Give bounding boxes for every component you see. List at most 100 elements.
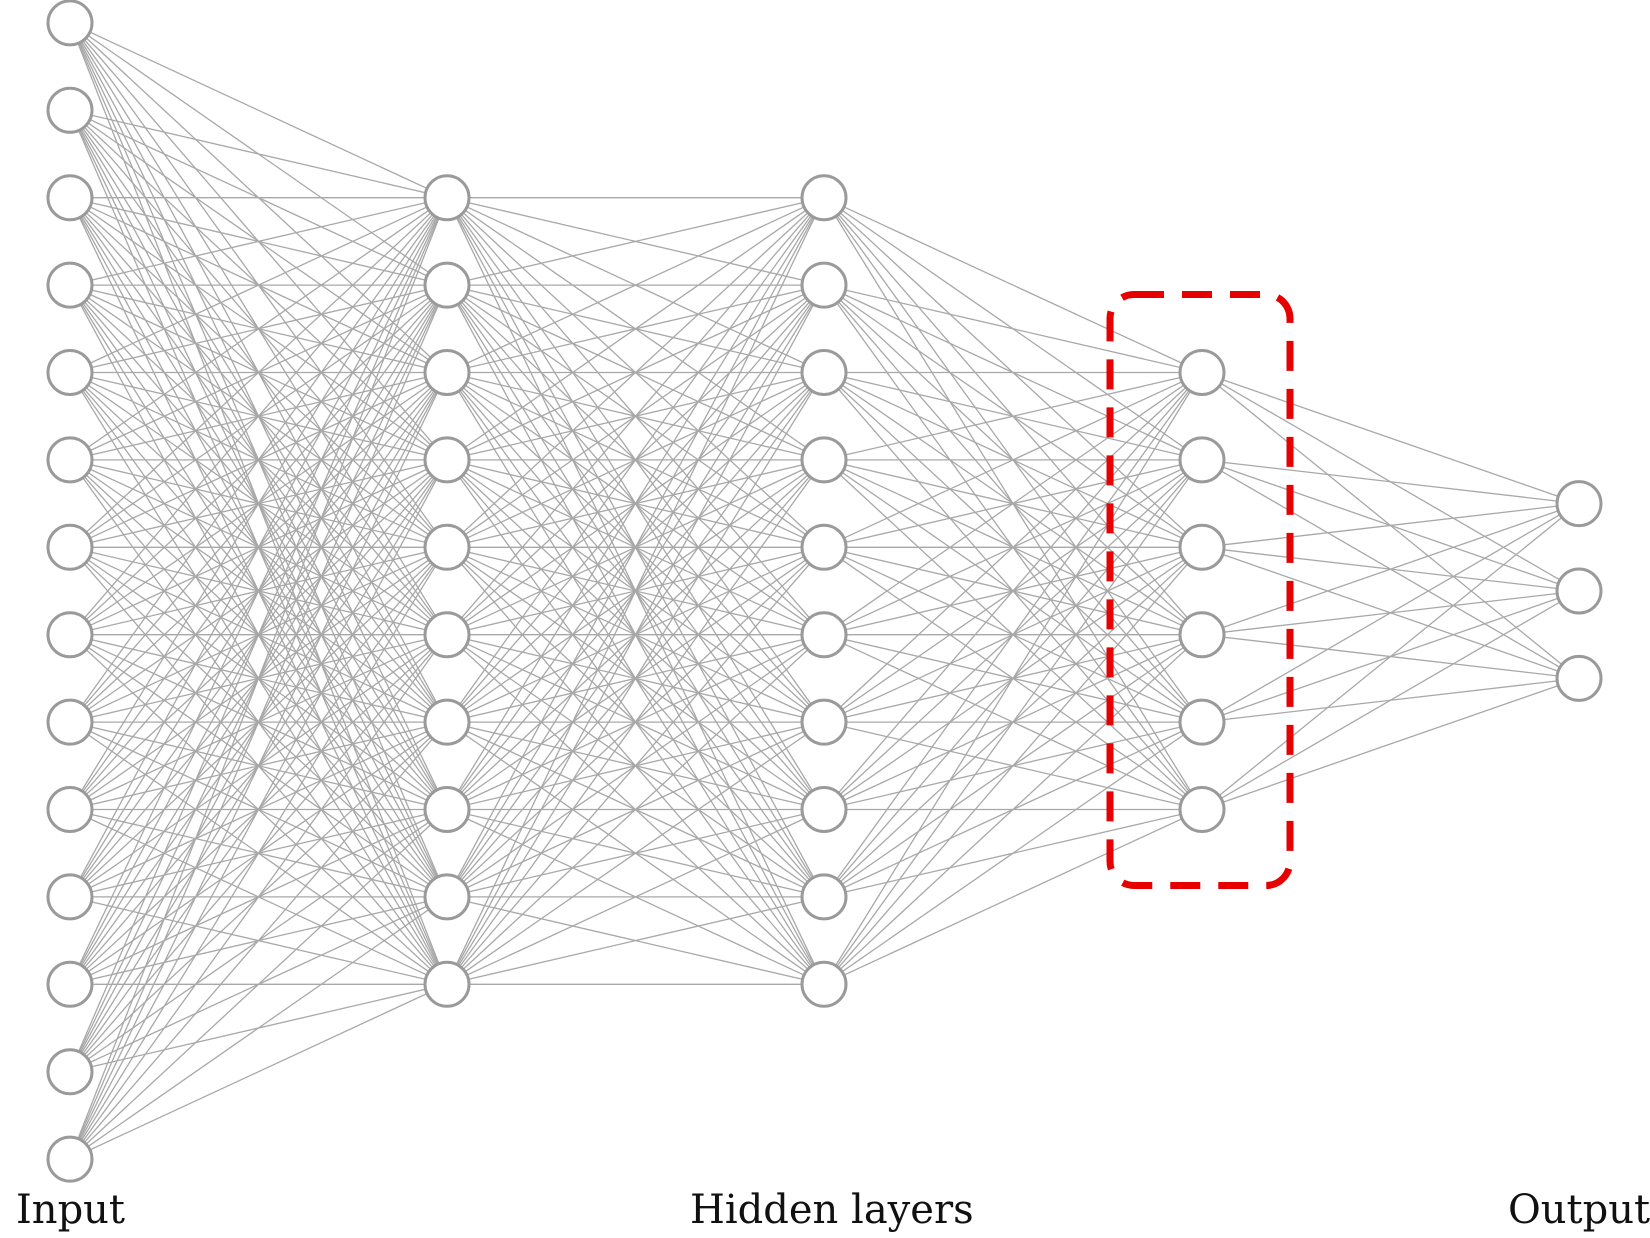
hidden-neuron xyxy=(423,349,471,396)
connection-edge xyxy=(69,197,448,985)
hidden-neuron xyxy=(800,960,848,1008)
output-neuron xyxy=(1555,567,1603,615)
connection-edge xyxy=(823,372,1203,898)
input-label: Input xyxy=(16,1187,126,1233)
connection-edge xyxy=(446,197,825,374)
connection-edge xyxy=(69,197,448,1072)
connection-edge xyxy=(69,109,448,199)
connection-edge xyxy=(446,634,825,985)
connection-edge xyxy=(446,197,825,898)
hidden-neuron xyxy=(800,349,848,396)
connection-edge xyxy=(69,22,448,199)
neurons xyxy=(46,0,1603,1183)
connection-edge xyxy=(69,546,448,1160)
hidden-neuron xyxy=(423,436,471,484)
connection-edge xyxy=(823,372,1203,810)
connection-edge xyxy=(1201,502,1580,548)
connection-edge xyxy=(1201,590,1580,811)
input-neuron xyxy=(46,523,94,571)
connection-edge xyxy=(1201,503,1580,723)
input-neuron xyxy=(46,86,94,134)
hidden-neuron xyxy=(423,611,471,659)
connection-edge xyxy=(446,721,825,985)
connection-edge xyxy=(69,197,448,723)
connection-edge xyxy=(446,197,825,810)
connection-edge xyxy=(69,459,448,1160)
input-neuron xyxy=(46,0,94,47)
connection-edge xyxy=(446,197,825,461)
hidden-neuron xyxy=(1178,349,1226,396)
hidden-neuron xyxy=(423,786,471,833)
hidden-neuron xyxy=(423,960,471,1008)
hidden-neuron xyxy=(1178,698,1226,746)
hidden-neuron xyxy=(1178,611,1226,659)
input-neuron xyxy=(46,611,94,659)
connection-edge xyxy=(69,197,448,636)
connection-edge xyxy=(69,284,448,1160)
connection-edge xyxy=(823,284,1203,374)
hidden-neuron xyxy=(423,174,471,222)
input-neuron xyxy=(46,786,94,833)
connection-edge xyxy=(69,372,448,1160)
hidden-neuron xyxy=(423,698,471,746)
input-neuron xyxy=(46,1048,94,1096)
connection-edge xyxy=(446,197,825,985)
input-neuron xyxy=(46,873,94,921)
connection-edge xyxy=(69,197,448,374)
connection-edge xyxy=(69,197,448,1160)
input-neuron xyxy=(46,436,94,484)
connection-edge xyxy=(446,896,825,985)
input-neuron xyxy=(46,261,94,309)
connection-edge xyxy=(823,808,1203,985)
hidden-neuron xyxy=(1178,523,1226,571)
hidden-neuron xyxy=(800,786,848,833)
highlighted-layer-box xyxy=(1106,291,1294,889)
connection-edge xyxy=(446,197,825,723)
connection-edge xyxy=(823,634,1203,985)
connection-edge xyxy=(69,197,448,548)
hidden-neuron xyxy=(800,436,848,484)
hidden-neuron xyxy=(800,174,848,222)
connection-edge xyxy=(823,372,1203,985)
connection-edge xyxy=(69,983,448,1160)
connection-edge xyxy=(823,372,1203,723)
connection-edge xyxy=(446,197,825,548)
connection-edge xyxy=(69,896,448,1160)
hidden-neuron xyxy=(800,873,848,921)
hidden-neuron xyxy=(800,261,848,309)
connection-edge xyxy=(69,197,448,898)
connection-edge xyxy=(69,197,448,286)
connection-edge xyxy=(823,371,1203,636)
hidden-neuron xyxy=(1178,436,1226,484)
connection-edge xyxy=(1201,502,1580,636)
connection-edge xyxy=(823,721,1203,985)
connection-edge xyxy=(1201,371,1580,505)
connection-edge xyxy=(823,371,1203,461)
connection-edge xyxy=(1201,503,1580,811)
output-label: Output xyxy=(1508,1187,1650,1233)
connection-edge xyxy=(69,197,448,810)
input-neuron xyxy=(46,698,94,746)
hidden-neuron xyxy=(423,873,471,921)
connection-edge xyxy=(446,808,825,985)
hidden-neuron xyxy=(800,611,848,659)
connection-edge xyxy=(823,459,1203,985)
connection-edge xyxy=(69,197,448,461)
hidden-neuron xyxy=(800,698,848,746)
connection-edge xyxy=(446,197,825,636)
output-neuron xyxy=(1555,480,1603,528)
hidden-layers-label: Hidden layers xyxy=(690,1187,974,1233)
hidden-neuron xyxy=(423,523,471,571)
connection-edge xyxy=(1201,677,1580,811)
connection-edge xyxy=(446,546,825,985)
connection-edge xyxy=(823,197,1203,374)
connection-edge xyxy=(1201,459,1580,505)
connection-edge xyxy=(69,634,448,1160)
connection-edge xyxy=(823,371,1203,548)
input-neuron xyxy=(46,174,94,222)
input-neuron xyxy=(46,1135,94,1183)
input-neuron xyxy=(46,960,94,1008)
hidden-neuron xyxy=(423,261,471,309)
